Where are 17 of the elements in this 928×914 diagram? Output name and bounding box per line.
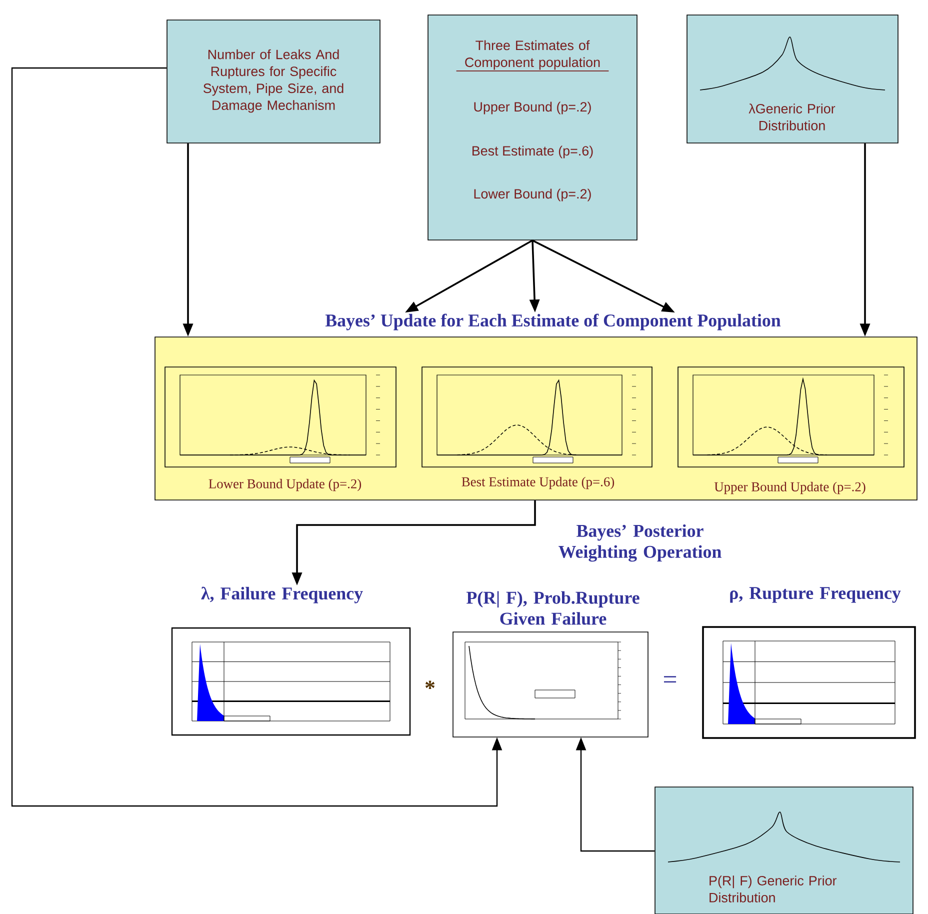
estimate-text: Lower Bound (p=.2) bbox=[474, 188, 591, 202]
chart-caption: Upper Bound Update (p=.2) bbox=[714, 482, 866, 494]
chart-heading: λ, Failure Frequency bbox=[201, 586, 363, 604]
input-box: Number of Leaks And Ruptures for Specific System, Pipe Size, and Damage Mechanism bbox=[166, 20, 380, 144]
chart-heading: P(R| F), Prob.Rupture Given Failure bbox=[466, 591, 640, 625]
box-text: P(R| F) Generic Prior Distribution bbox=[710, 876, 837, 902]
chart-caption: Lower Bound Update (p=.2) bbox=[208, 478, 362, 492]
box-text: λGeneric Prior Distribution bbox=[748, 104, 836, 130]
chart-caption: Best Estimate Update (p=.6) bbox=[462, 476, 614, 490]
chart-heading: ρ, Rupture Frequency bbox=[730, 587, 901, 603]
equals-sign: = bbox=[664, 676, 676, 683]
box-heading: Three Estimates of Component population bbox=[456, 40, 610, 72]
section-heading: Bayes’ Update for Each Estimate of Component Population bbox=[325, 314, 781, 330]
estimate-text: Upper Bound (p=.2) bbox=[474, 102, 591, 114]
estimate-text: Best Estimate (p=.6) bbox=[472, 146, 593, 158]
multiply-sign: * bbox=[425, 680, 435, 690]
operation-label: Bayes’ Posterior Weighting Operation bbox=[558, 524, 722, 562]
